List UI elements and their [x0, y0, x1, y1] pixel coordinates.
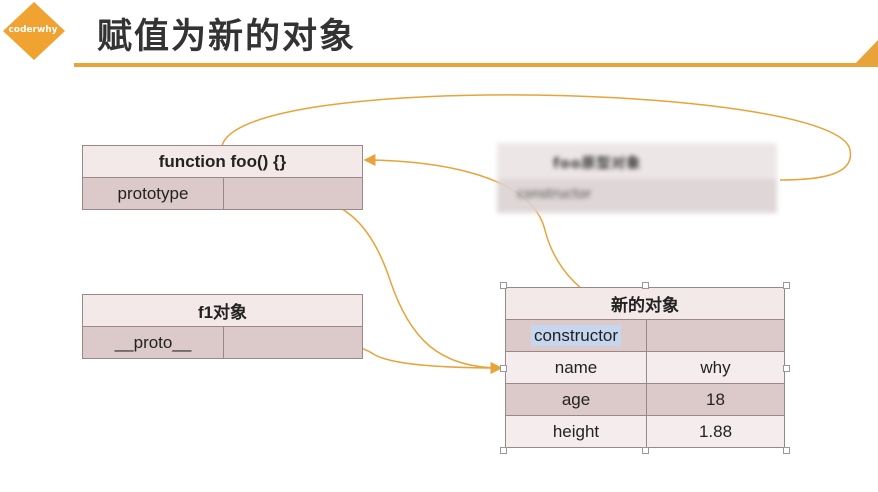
resize-handle-mr[interactable]	[783, 365, 790, 372]
foo-function-box: function foo() {} prototype	[82, 145, 363, 210]
row-value-constructor	[646, 319, 785, 352]
row-value-name: why	[646, 351, 785, 384]
logo-text: coderwhy	[8, 25, 58, 35]
f1-proto-label: __proto__	[82, 326, 224, 359]
resize-handle-br[interactable]	[783, 447, 790, 454]
row-key-age: age	[505, 383, 647, 416]
row-key-height: height	[505, 415, 647, 448]
foo-prototype-value	[223, 177, 363, 210]
row-key-constructor: constructor	[505, 319, 647, 352]
resize-handle-tm[interactable]	[642, 282, 649, 289]
row-value-height: 1.88	[646, 415, 785, 448]
blurred-prototype-box: foo原型对象 constructor	[497, 143, 777, 213]
header-underline	[74, 63, 878, 67]
resize-handle-bm[interactable]	[642, 447, 649, 454]
page-title: 赋值为新的对象	[97, 17, 357, 57]
coderwhy-logo	[3, 2, 65, 60]
f1-proto-value	[223, 326, 363, 359]
blurred-box-title: foo原型对象	[553, 156, 642, 172]
row-value-age: 18	[646, 383, 785, 416]
header-corner-decoration	[852, 40, 878, 67]
resize-handle-tr[interactable]	[783, 282, 790, 289]
blurred-box-row: constructor	[517, 187, 592, 202]
row-key-name: name	[505, 351, 647, 384]
f1-box-title: f1对象	[82, 294, 363, 327]
f1-object-box: f1对象 __proto__	[82, 294, 363, 359]
resize-handle-tl[interactable]	[500, 282, 507, 289]
new-object-title: 新的对象	[505, 287, 785, 320]
loop-arrow	[221, 94, 852, 181]
resize-handle-bl[interactable]	[500, 447, 507, 454]
new-object-box[interactable]: 新的对象 constructor name why age 18 height …	[505, 287, 785, 448]
resize-handle-ml[interactable]	[500, 365, 507, 372]
foo-box-title: function foo() {}	[82, 145, 363, 178]
foo-prototype-label: prototype	[82, 177, 224, 210]
